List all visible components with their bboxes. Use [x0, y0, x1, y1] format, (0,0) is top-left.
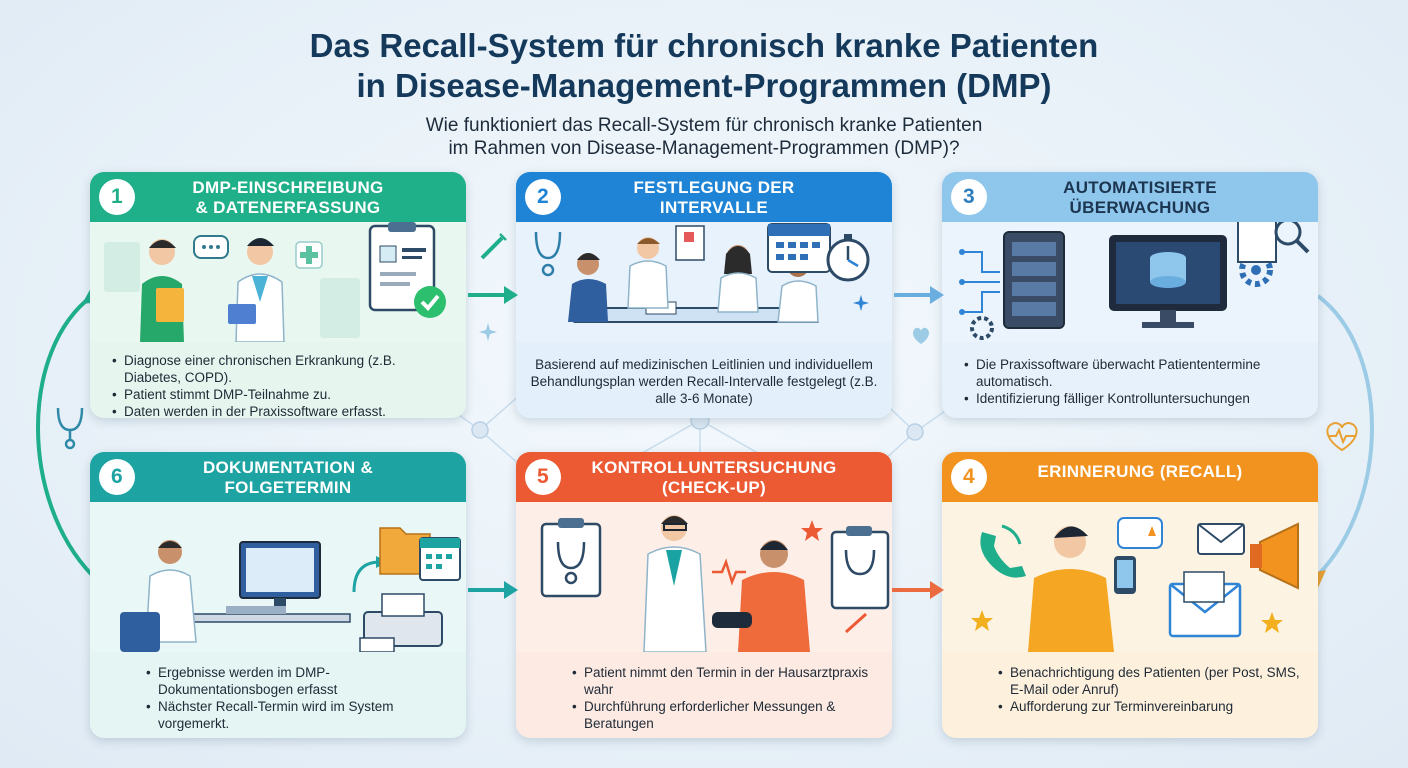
step-bullet: Die Praxissoftware überwacht Patientente… [964, 356, 1304, 390]
step-card-3: 3 AUTOMATISIERTE ÜBERWACHUNG [942, 172, 1318, 418]
step-header: 6 DOKUMENTATION & FOLGETERMIN [90, 452, 466, 502]
step-card-2: 2 FESTLEGUNG DER INTERVALLE [516, 172, 892, 418]
clipboard-stethoscope-icon [540, 518, 602, 598]
page-title: Das Recall-System für chronisch kranke P… [0, 26, 1408, 106]
step-number-badge: 3 [951, 179, 987, 215]
step-number-badge: 6 [99, 459, 135, 495]
step-description: Die Praxissoftware überwacht Patientente… [942, 342, 1318, 415]
step-title-line-2: ÜBERWACHUNG [1069, 198, 1211, 217]
doctor-figure [228, 238, 285, 342]
step-bullet: Patient nimmt den Termin in der Hausarzt… [572, 664, 878, 698]
syringe-icon [480, 233, 507, 260]
step-number-badge: 5 [525, 459, 561, 495]
step-title-line-1: FESTLEGUNG DER [633, 178, 795, 197]
heart-icon [913, 327, 929, 344]
staff-figure [120, 540, 197, 652]
email-envelope-icon [1197, 523, 1245, 555]
subtitle-line-2: im Rahmen von Disease-Management-Program… [448, 138, 960, 159]
stethoscope-icon [56, 407, 84, 450]
gear-icon [970, 316, 994, 340]
step-number-badge: 2 [525, 179, 561, 215]
step-bullet: Ergebnisse werden im DMP-Dokumentationsb… [146, 664, 452, 698]
subtitle-line-1: Wie funktioniert das Recall-System für c… [425, 115, 983, 136]
computer-icon [226, 541, 321, 614]
step-title-line-2: FOLGETERMIN [224, 478, 352, 497]
step-bullet: Diagnose einer chronischen Erkrankung (z… [112, 352, 452, 386]
step-card-5: 5 KONTROLLUNTERSUCHUNG (CHECK-UP) [516, 452, 892, 738]
phone-call-icon [980, 524, 1026, 578]
checkup-illustration [516, 502, 892, 652]
step-header: 1 DMP-EINSCHREIBUNG & DATENERFASSUNG [90, 172, 466, 222]
sparkle-icon [479, 323, 497, 341]
flow-arrow-1-to-2 [468, 286, 518, 304]
step-header: 4 ERINNERUNG (RECALL) [942, 452, 1318, 502]
step-description: Benachrichtigung des Patienten (per Post… [942, 652, 1318, 723]
step-paragraph: Basierend auf medizinischen Leitlinien u… [530, 357, 878, 406]
step-bullet: Nächster Recall-Termin wird im System vo… [146, 698, 452, 732]
enrollment-illustration [90, 222, 466, 342]
patient-figure [712, 540, 810, 652]
step-card-1: 1 DMP-EINSCHREIBUNG & DATENERFASSUNG [90, 172, 466, 418]
letter-envelope-icon [1168, 571, 1242, 638]
monitor-database-icon [1109, 235, 1227, 328]
interval-meeting-illustration [516, 222, 892, 342]
step-description: Diagnose einer chronischen Erkrankung (z… [90, 342, 466, 418]
title-line-2: in Disease-Management-Programmen (DMP) [356, 67, 1052, 104]
megaphone-icon [1250, 522, 1299, 590]
flow-arrow-2-to-3 [894, 286, 944, 304]
step-description: Basierend auf medizinischen Leitlinien u… [516, 342, 892, 415]
step-title-line-1: KONTROLLUNTERSUCHUNG [591, 458, 837, 477]
documentation-illustration [90, 502, 466, 652]
heartbeat-icon [1326, 422, 1358, 452]
server-icon [1003, 231, 1065, 329]
step-number-badge: 4 [951, 459, 987, 495]
step-description: Ergebnisse werden im DMP-Dokumentationsb… [90, 652, 466, 738]
step-card-6: 6 DOKUMENTATION & FOLGETERMIN [90, 452, 466, 738]
sparkle-icon [852, 294, 870, 312]
page-subtitle: Wie funktioniert das Recall-System für c… [0, 114, 1408, 160]
flow-arrow-5-to-6 [468, 581, 518, 599]
step-title-line-1: DOKUMENTATION & [202, 458, 374, 477]
step-bullet: Daten werden in der Praxissoftware erfas… [112, 403, 452, 418]
step-bullet: Durchführung erforderlicher Messungen & … [572, 698, 878, 732]
stopwatch-icon [826, 234, 870, 282]
title-line-1: Das Recall-System für chronisch kranke P… [309, 27, 1099, 64]
patient-figure [140, 239, 184, 342]
step-number-badge: 1 [99, 179, 135, 215]
step-card-4: 4 ERINNERUNG (RECALL) [942, 452, 1318, 738]
calendar-icon [419, 537, 461, 581]
step-title-line-1: AUTOMATISIERTE [1063, 178, 1217, 197]
monitoring-illustration [942, 222, 1318, 342]
calendar-icon [767, 223, 831, 273]
step-title-line-2: INTERVALLE [659, 198, 769, 217]
reminder-illustration [942, 502, 1318, 652]
step-header: 2 FESTLEGUNG DER INTERVALLE [516, 172, 892, 222]
step-header: 5 KONTROLLUNTERSUCHUNG (CHECK-UP) [516, 452, 892, 502]
step-title-line-1: ERINNERUNG (RECALL) [1037, 462, 1243, 481]
folder-icon [379, 527, 431, 575]
doctor-figure [643, 515, 707, 652]
step-bullet: Patient stimmt DMP-Teilnahme zu. [112, 386, 452, 403]
step-header: 3 AUTOMATISIERTE ÜBERWACHUNG [942, 172, 1318, 222]
flow-arrow-4-to-5 [892, 581, 944, 599]
step-title-line-2: & DATENERFASSUNG [195, 198, 381, 217]
clipboard-check-icon [368, 222, 446, 318]
patient-with-phone-figure [1028, 526, 1136, 652]
printer-icon [359, 593, 443, 652]
step-description: Patient nimmt den Termin in der Hausarzt… [516, 652, 892, 738]
step-bullet: Identifizierung fälliger Kontrolluntersu… [964, 390, 1304, 407]
step-title-line-1: DMP-EINSCHREIBUNG [192, 178, 384, 197]
step-bullet: Benachrichtigung des Patienten (per Post… [998, 664, 1304, 698]
step-title-line-2: (CHECK-UP) [661, 478, 767, 497]
step-bullet: Aufforderung zur Terminvereinbarung [998, 698, 1304, 715]
